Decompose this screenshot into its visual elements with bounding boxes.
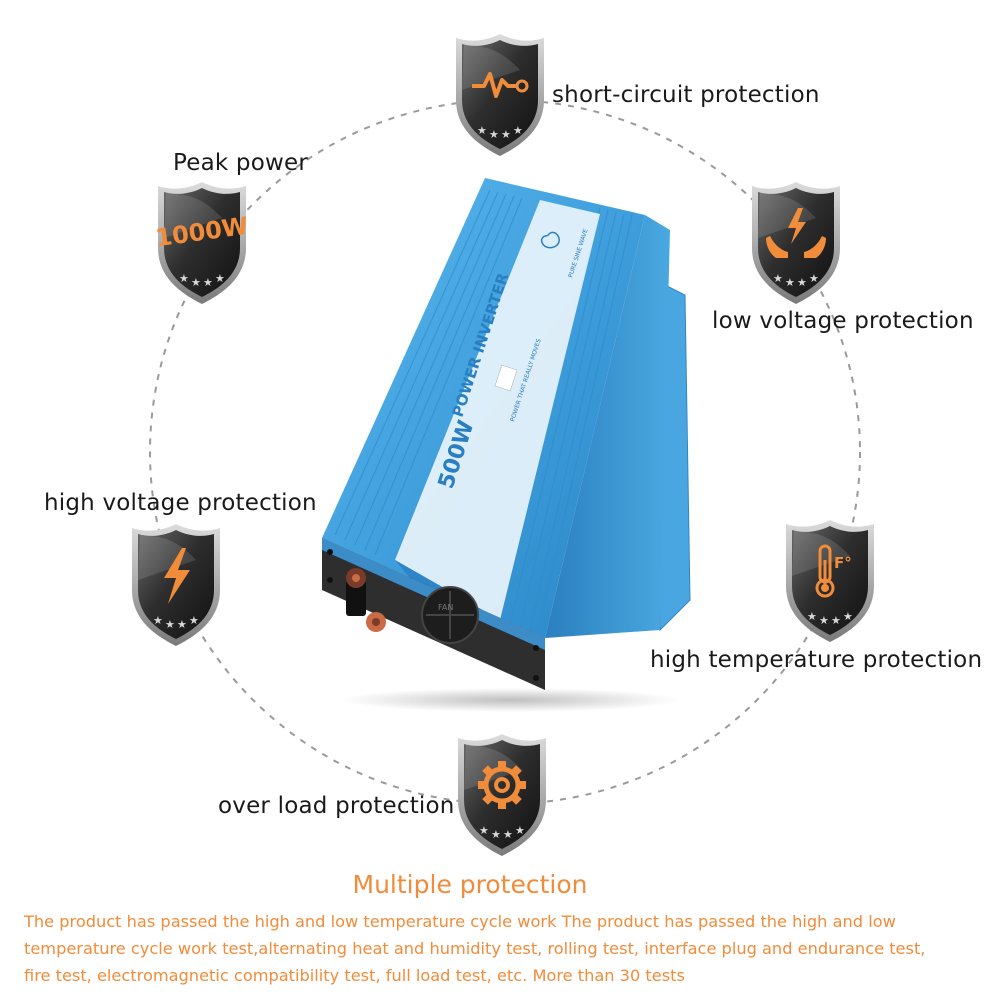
svg-text:★: ★ [785, 276, 795, 289]
pulse-icon [472, 72, 529, 98]
short-circuit-shield: ★ ★ ★ ★ [450, 30, 550, 160]
over-load-shield: ★ ★ ★ ★ [452, 730, 552, 860]
high-temperature-shield: F° ★ ★ ★ ★ [780, 516, 880, 646]
feature-label-high-voltage: high voltage protection [44, 490, 317, 516]
high-voltage-shield: ★ ★ ★ ★ [126, 520, 226, 650]
low-voltage-shield: ★ ★ ★ ★ [746, 178, 846, 308]
svg-text:★: ★ [513, 124, 523, 137]
svg-text:★: ★ [819, 614, 829, 627]
svg-text:★: ★ [503, 828, 513, 841]
footer-line: fire test, electromagnetic compatibility… [24, 966, 685, 985]
footer-line: temperature cycle work test,alternating … [24, 939, 926, 958]
svg-text:★: ★ [807, 610, 817, 623]
peak-power-shield: 1000W ★ ★ ★ ★ [152, 178, 252, 308]
svg-text:★: ★ [809, 272, 819, 285]
logo-icon [540, 231, 560, 249]
footer-description: The product has passed the high and low … [24, 908, 996, 989]
svg-text:★: ★ [191, 276, 201, 289]
svg-text:★: ★ [203, 276, 213, 289]
svg-text:★: ★ [177, 618, 187, 631]
feature-label-high-temperature: high temperature protection [650, 647, 983, 673]
footer-title: Multiple protection [352, 870, 588, 899]
svg-text:★: ★ [153, 614, 163, 627]
svg-text:★: ★ [843, 610, 853, 623]
svg-text:★: ★ [215, 272, 225, 285]
fan-icon: FAN [421, 586, 479, 644]
svg-text:★: ★ [773, 272, 783, 285]
power-inverter-image: 500W POWER INVERTER POWER THAT REALLY MO… [300, 160, 720, 720]
footer-line: The product has passed the high and low … [24, 912, 896, 931]
thermometer-icon: F° [815, 544, 852, 598]
feature-label-peak-power: Peak power [173, 150, 309, 176]
feature-label-short-circuit: short-circuit protection [552, 82, 820, 108]
svg-text:FAN: FAN [438, 603, 453, 612]
terminal-icon [346, 568, 386, 632]
hands-lightning-icon [766, 208, 826, 258]
svg-text:★: ★ [515, 824, 525, 837]
lightning-icon [164, 548, 190, 604]
gear-icon [478, 761, 526, 809]
svg-text:★: ★ [479, 824, 489, 837]
svg-text:★: ★ [501, 128, 511, 141]
feature-label-low-voltage: low voltage protection [712, 308, 974, 334]
svg-text:★: ★ [489, 128, 499, 141]
svg-text:★: ★ [165, 618, 175, 631]
svg-text:★: ★ [831, 614, 841, 627]
feature-label-over-load: over load protection [218, 793, 455, 819]
svg-text:★: ★ [477, 124, 487, 137]
svg-text:★: ★ [189, 614, 199, 627]
svg-text:★: ★ [179, 272, 189, 285]
svg-text:★: ★ [491, 828, 501, 841]
svg-text:F°: F° [834, 554, 852, 572]
svg-text:★: ★ [797, 276, 807, 289]
